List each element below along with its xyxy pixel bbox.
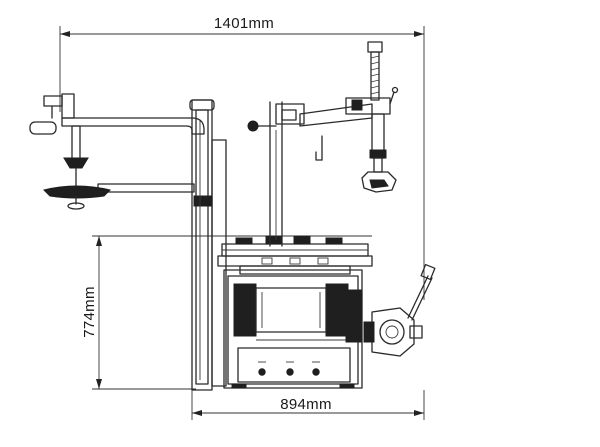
jaw-slot xyxy=(289,257,301,265)
head-housing xyxy=(345,97,391,115)
lower-helper-arm xyxy=(43,183,195,210)
tool-rod-lower xyxy=(373,157,383,173)
turntable xyxy=(217,235,373,275)
pressing-disc xyxy=(43,185,111,199)
jaw-slot xyxy=(317,257,329,265)
bead-breaker-assembly xyxy=(363,263,436,357)
disc-base xyxy=(67,202,85,210)
breaker-drum-inner xyxy=(385,325,399,339)
side-motor-cap xyxy=(345,289,363,343)
arm-bracket xyxy=(43,95,63,107)
press-cone xyxy=(63,157,89,169)
machine-base-cabinet xyxy=(223,269,363,389)
tower-side-post xyxy=(211,139,227,387)
breaker-handle xyxy=(420,263,436,281)
lock-knob xyxy=(247,120,259,132)
tool-rod-collar xyxy=(369,149,387,159)
screw-thread xyxy=(370,55,380,59)
arrow-right-top xyxy=(414,31,424,37)
overall-width-label: 1401mm xyxy=(214,15,274,32)
dimension-table-height: 774mm xyxy=(81,235,372,390)
breaker-pivot xyxy=(409,325,423,339)
upper-arm-beam xyxy=(61,117,205,135)
upper-helper-arm xyxy=(29,93,205,187)
screw-thread xyxy=(370,91,380,95)
arm-head-block xyxy=(61,93,75,119)
breaker-drum xyxy=(379,319,405,345)
arrow-down-left xyxy=(96,379,102,389)
motor-housing xyxy=(255,287,327,333)
screw-thread xyxy=(370,67,380,71)
head-lever-knob xyxy=(391,86,399,94)
control-knob xyxy=(312,368,320,376)
screw-thread xyxy=(370,61,380,65)
screw-thread xyxy=(370,85,380,89)
turntable-skirt xyxy=(239,265,351,275)
arrow-left-bottom xyxy=(192,410,202,416)
tower-post xyxy=(191,99,213,391)
clamp-jaw xyxy=(265,235,283,245)
mount-head-shoe xyxy=(369,179,389,189)
breaker-lever-edge xyxy=(411,277,433,321)
foot-right xyxy=(339,383,355,389)
press-rod xyxy=(71,125,81,163)
head-housing-block xyxy=(351,99,363,111)
main-column xyxy=(269,101,323,247)
jaw-slot xyxy=(261,257,273,265)
control-knob xyxy=(258,368,266,376)
mount-demount-arm xyxy=(247,41,399,193)
breaker-housing xyxy=(371,307,415,357)
head-lever xyxy=(389,91,395,105)
base-width-label: 894mm xyxy=(280,396,332,413)
cylinder-right-dark xyxy=(325,283,349,337)
tower-post-inner xyxy=(195,109,209,385)
helper-arm-column xyxy=(189,99,227,391)
table-height-label: 774mm xyxy=(81,286,98,338)
lower-arm-beam xyxy=(97,183,195,193)
clamp-jaw xyxy=(325,237,343,245)
dimension-overall-width: 1401mm xyxy=(59,15,425,300)
arrow-left-top xyxy=(60,31,70,37)
clamp-jaw xyxy=(293,235,311,245)
cylinder-left-dark xyxy=(233,283,257,337)
screw-cap xyxy=(367,41,383,53)
control-knob xyxy=(286,368,294,376)
dimension-base-width: 894mm xyxy=(191,390,425,420)
screw-thread xyxy=(370,73,380,77)
foot-left xyxy=(231,383,247,389)
tower-cap xyxy=(189,99,215,111)
turntable-base xyxy=(217,255,373,267)
arrow-right-bottom xyxy=(414,410,424,416)
swing-arm-hub-inner xyxy=(281,109,297,121)
screw-thread xyxy=(370,79,380,83)
tower-clamp xyxy=(193,195,213,207)
breaker-lever xyxy=(407,275,429,319)
control-panel xyxy=(237,347,351,383)
hook-tip xyxy=(315,151,323,161)
clamp-jaw xyxy=(235,237,253,245)
arrow-up-left xyxy=(96,236,102,246)
breaker-mount xyxy=(363,321,375,343)
press-roller xyxy=(29,121,57,135)
mount-head xyxy=(361,171,397,193)
